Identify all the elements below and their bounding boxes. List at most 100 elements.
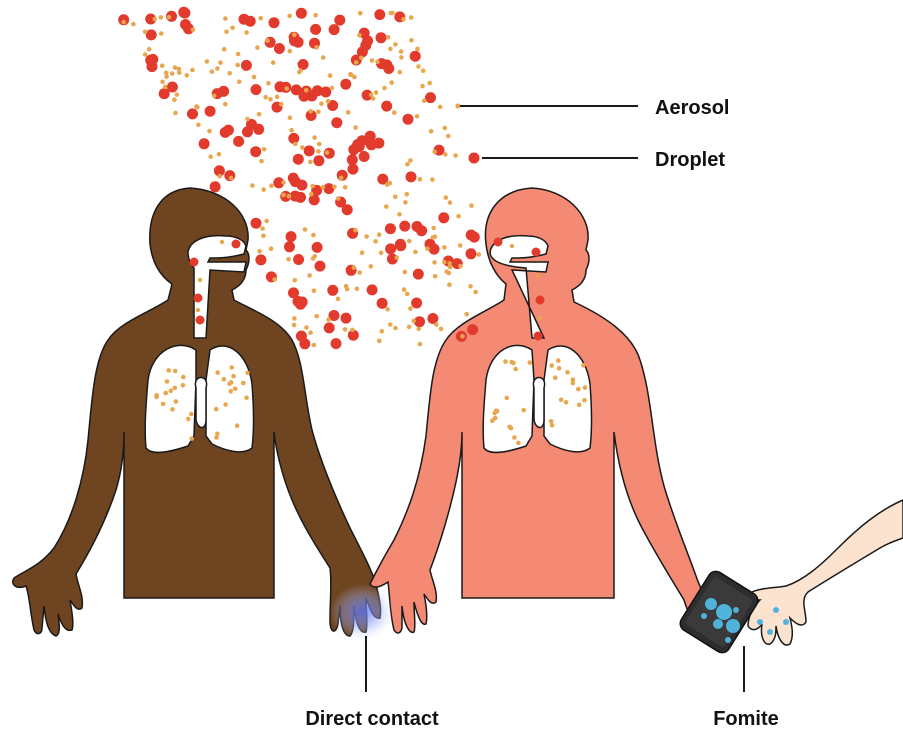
phone-contamination-bubble: [726, 619, 740, 633]
aerosol-particle: [444, 195, 449, 200]
aerosol-particle: [377, 339, 382, 344]
aerosol-particle: [352, 265, 357, 270]
aerosol-particle: [408, 158, 413, 163]
aerosol-particle: [321, 55, 326, 60]
aerosol-particle: [292, 316, 297, 321]
aerosol-particle: [330, 86, 335, 91]
airway-droplet-particle: [494, 238, 503, 247]
aerosol-particle: [393, 326, 398, 331]
droplet-particle: [293, 154, 304, 165]
lung-aerosol-particle: [550, 423, 555, 428]
aerosol-particle: [402, 287, 407, 292]
aerosol-particle: [427, 81, 432, 86]
aerosol-particle: [160, 63, 165, 68]
aerosol-particle: [460, 334, 465, 339]
droplet-particle: [340, 79, 351, 90]
aerosol-particle: [432, 260, 437, 265]
aerosol-label: Aerosol: [655, 97, 729, 119]
aerosol-particle: [343, 327, 348, 332]
aerosol-particle: [364, 234, 369, 239]
droplet-particle: [179, 8, 190, 19]
lung-aerosol-particle: [565, 370, 570, 375]
aerosol-particle: [420, 84, 425, 89]
aerosol-particle: [293, 142, 298, 147]
aerosol-particle: [408, 306, 413, 311]
aerosol-particle: [264, 219, 269, 224]
droplet-particle: [385, 243, 396, 254]
aerosol-particle: [469, 203, 474, 208]
aerosol-particle: [196, 123, 201, 128]
aerosol-particle: [288, 116, 293, 121]
aerosol-particle: [369, 93, 374, 98]
airway-aerosol-particle: [510, 244, 514, 248]
aerosol-particle: [287, 194, 292, 199]
droplet-particle: [274, 43, 285, 54]
droplet-particle: [297, 180, 308, 191]
aerosol-particle: [447, 282, 452, 287]
aerosol-particle: [217, 152, 222, 157]
droplet-particle: [298, 59, 309, 70]
droplet-particle: [383, 63, 394, 74]
aerosol-particle: [313, 13, 318, 18]
droplet-particle: [288, 133, 299, 144]
aerosol-particle: [191, 27, 196, 32]
aerosol-particle: [261, 187, 266, 192]
aerosol-particle: [413, 250, 418, 255]
aerosol-particle: [422, 98, 427, 103]
aerosol-particle: [217, 174, 222, 179]
aerosol-particle: [286, 257, 291, 262]
droplet-particle: [324, 322, 335, 333]
droplet-particle: [299, 91, 310, 102]
lung-aerosol-particle: [174, 399, 179, 404]
aerosol-particle: [210, 69, 215, 74]
aerosol-particle: [326, 317, 331, 322]
droplet-particle: [413, 269, 424, 280]
lung-aerosol-particle: [511, 361, 516, 366]
aerosol-particle: [442, 245, 447, 250]
aerosol-particle: [411, 319, 416, 324]
aerosol-particle: [409, 15, 414, 20]
droplet-particle: [145, 55, 156, 66]
lung-aerosol-particle: [241, 381, 246, 386]
aerosol-particle: [403, 270, 408, 275]
droplet-particle: [310, 24, 321, 35]
aerosol-particle: [407, 239, 412, 244]
aerosol-particle: [272, 277, 277, 282]
phone-contamination-bubble: [713, 619, 723, 629]
aerosol-particle: [208, 154, 213, 159]
aerosol-particle: [328, 73, 333, 78]
droplet-particle: [286, 231, 297, 242]
aerosol-particle: [353, 125, 358, 130]
aerosol-particle: [309, 192, 314, 197]
aerosol-particle: [260, 226, 265, 231]
aerosol-particle: [312, 288, 317, 293]
lung-aerosol-particle: [228, 389, 233, 394]
lung-aerosol-particle: [507, 425, 512, 430]
droplet-particle: [299, 338, 310, 349]
lung-aerosol-particle: [564, 400, 569, 405]
droplet-particle: [348, 164, 359, 175]
phone-contamination-bubble: [716, 604, 732, 620]
droplet-particle: [399, 221, 410, 232]
aerosol-particle: [177, 70, 182, 75]
aerosol-particle: [448, 200, 453, 205]
lung-aerosol-particle: [161, 402, 166, 407]
aerosol-particle: [257, 249, 262, 254]
aerosol-particle: [373, 239, 378, 244]
aerosol-particle: [159, 31, 164, 36]
aerosol-particle: [314, 314, 319, 319]
lung-aerosol-particle: [170, 407, 175, 412]
aerosol-particle: [268, 97, 273, 102]
aerosol-particle: [303, 227, 308, 232]
aerosol-particle: [394, 255, 399, 260]
droplet-particle: [180, 19, 191, 30]
aerosol-particle: [160, 80, 165, 85]
droplet-particle: [269, 17, 280, 28]
direct-contact-label: Direct contact: [305, 708, 439, 730]
aerosol-particle: [399, 49, 404, 54]
droplet-particle: [467, 324, 478, 335]
aerosol-particle: [313, 254, 318, 259]
lung-aerosol-particle: [549, 363, 554, 368]
aerosol-particle: [212, 94, 217, 99]
aerosol-particle: [326, 99, 331, 104]
